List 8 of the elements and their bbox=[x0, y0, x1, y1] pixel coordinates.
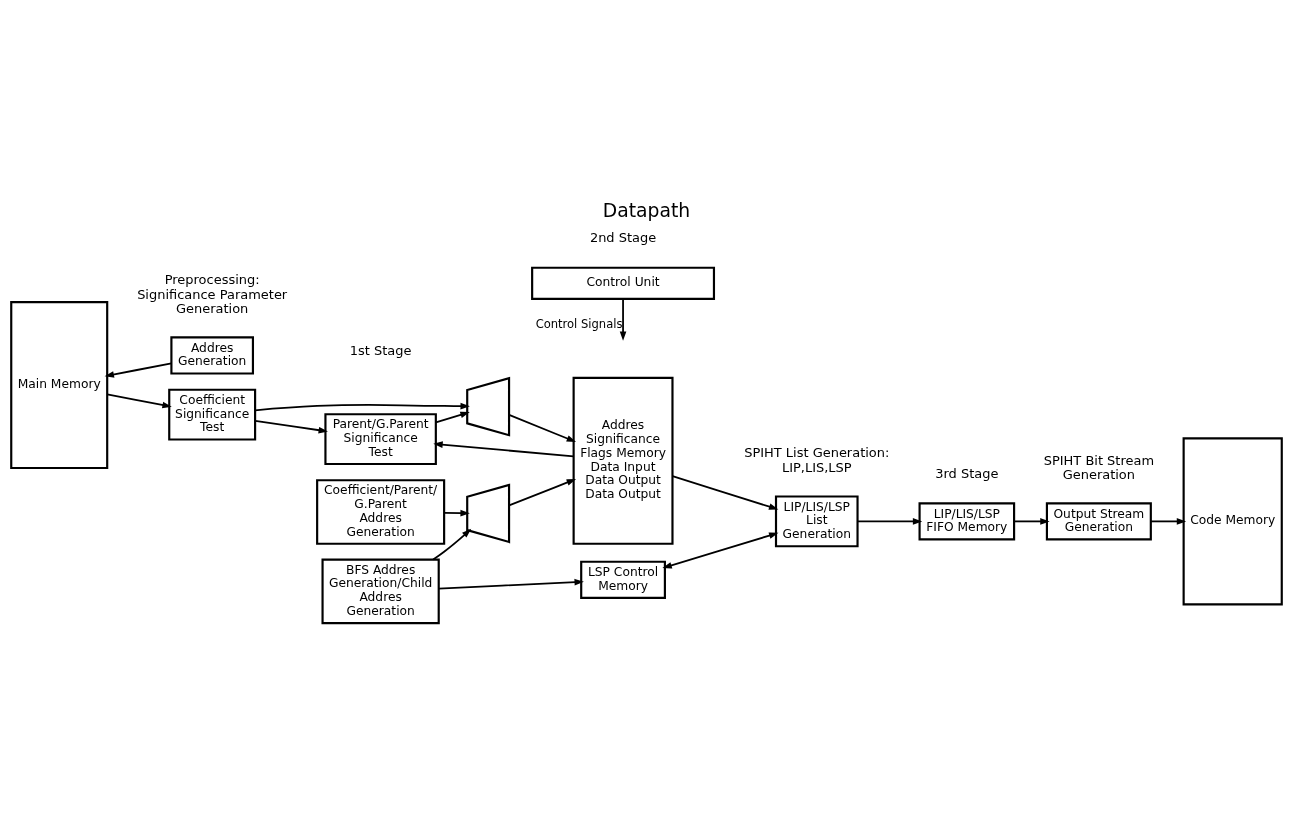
label: 1st Stage bbox=[349, 343, 412, 359]
label: Preprocessing: Significance Parameter Generation bbox=[137, 272, 288, 317]
diagram-title: Datapath bbox=[602, 199, 691, 221]
label: SPIHT Bit Stream Generation bbox=[1043, 452, 1155, 483]
edge-label: Control Signals bbox=[535, 316, 623, 331]
label: 3rd Stage bbox=[935, 465, 999, 481]
label: SPIHT List Generation: LIP,LIS,LSP bbox=[744, 445, 890, 475]
label: 2nd Stage bbox=[589, 229, 657, 245]
